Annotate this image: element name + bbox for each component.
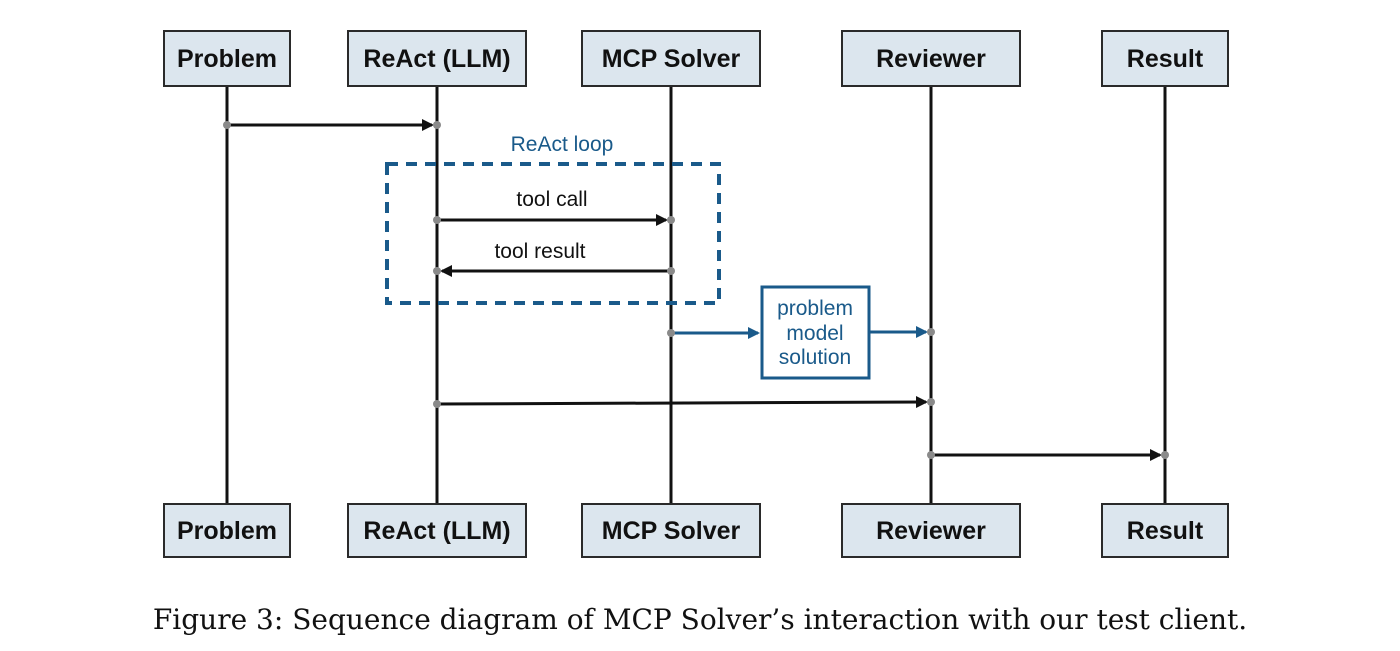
actors-bottom: Problem ReAct (LLM) MCP Solver Reviewer … (163, 503, 1229, 558)
actor-label-problem-top: Problem (177, 45, 277, 73)
actor-box-problem-top (163, 30, 291, 87)
actors-top: Problem ReAct (LLM) MCP Solver Reviewer … (163, 30, 1229, 87)
anchor-dot (223, 121, 231, 129)
actor-box-reviewer-bottom (841, 503, 1021, 558)
anchor-dot (927, 398, 935, 406)
actor-label-problem-bottom: Problem (177, 517, 277, 545)
solution-note: problem model solution (760, 285, 871, 380)
anchor-dot (433, 121, 441, 129)
message-label-tool-result: tool result (494, 240, 585, 263)
loop-frame: ReAct loop (385, 133, 721, 305)
actor-label-reviewer-top: Reviewer (876, 45, 986, 73)
actor-label-react-bottom: ReAct (LLM) (363, 517, 510, 545)
actor-label-mcp-top: MCP Solver (602, 45, 741, 73)
actor-box-mcp-top (581, 30, 761, 87)
note-line-model: model (786, 322, 843, 345)
anchor-dots (223, 121, 1169, 459)
message-react-to-reviewer (436, 396, 928, 409)
loop-frame-box (385, 162, 721, 305)
figure-caption: Figure 3: Sequence diagram of MCP Solver… (152, 603, 1248, 636)
actor-label-react-top: ReAct (LLM) (363, 45, 510, 73)
actor-box-reviewer-top (841, 30, 1021, 87)
note-line-problem: problem (777, 297, 853, 320)
solution-note-box (760, 285, 871, 380)
loop-label: ReAct loop (511, 133, 614, 156)
actor-box-result-top (1101, 30, 1229, 87)
actor-label-mcp-bottom: MCP Solver (602, 517, 741, 545)
message-label-tool-call: tool call (516, 188, 587, 211)
anchor-dot (433, 216, 441, 224)
anchor-dot (1161, 451, 1169, 459)
anchor-dot (433, 400, 441, 408)
actor-box-problem-bottom (163, 503, 291, 558)
actor-box-react-bottom (347, 503, 527, 558)
lifelines (225, 86, 1167, 504)
note-line-solution: solution (779, 346, 851, 369)
messages: tool call tool result (227, 119, 1162, 461)
actor-label-result-top: Result (1127, 45, 1204, 73)
actor-box-mcp-bottom (581, 503, 761, 558)
actor-box-result-bottom (1101, 503, 1229, 558)
anchor-dot (927, 328, 935, 336)
anchor-dot (667, 216, 675, 224)
actor-label-reviewer-bottom: Reviewer (876, 517, 986, 545)
anchor-dot (433, 267, 441, 275)
actor-box-react-top (347, 30, 527, 87)
anchor-dot (667, 329, 675, 337)
actor-label-result-bottom: Result (1127, 517, 1204, 545)
anchor-dot (667, 267, 675, 275)
anchor-dot (927, 451, 935, 459)
